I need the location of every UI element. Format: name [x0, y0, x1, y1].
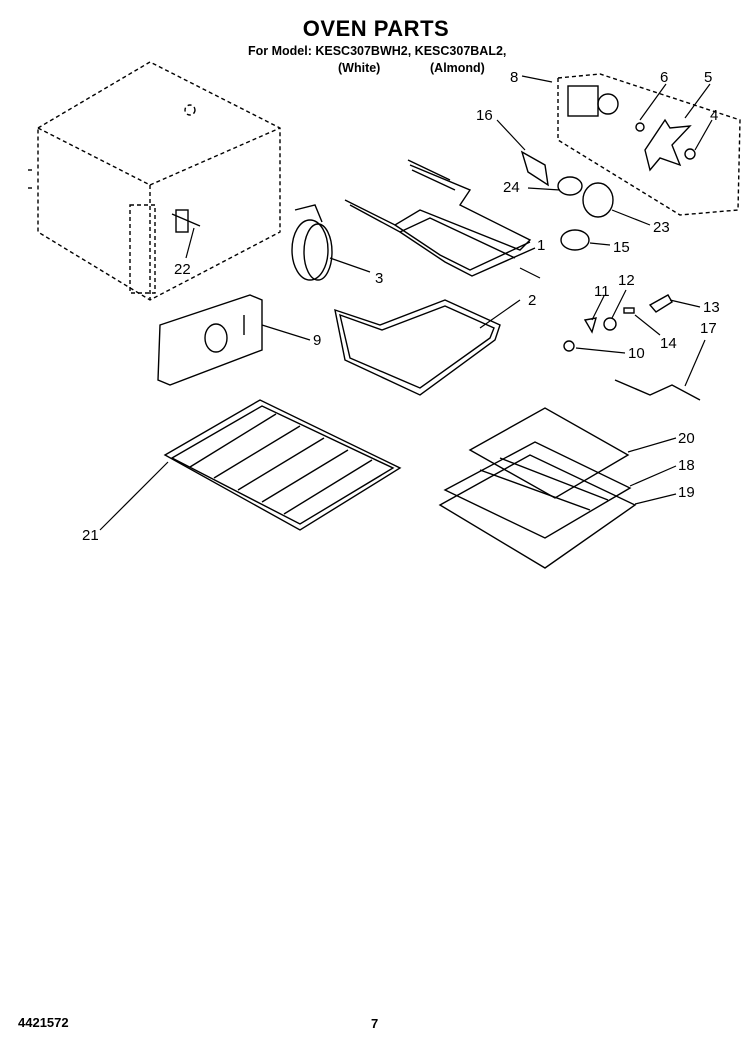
part-6-washer — [635, 122, 645, 132]
part-19-broiler-pan — [438, 454, 637, 569]
part-21-oven-rack — [163, 399, 402, 531]
part-22-bracket — [171, 209, 201, 233]
part-23-lens — [582, 182, 614, 218]
callout-20: 20 — [678, 430, 695, 447]
callout-11: 11 — [594, 283, 610, 300]
callout-2: 2 — [528, 292, 536, 309]
part-20-grid — [468, 407, 630, 499]
part-14-spacer — [623, 307, 635, 314]
part-16-light-socket — [520, 150, 549, 187]
oven-cavity — [28, 61, 281, 301]
callout-8: 8 — [510, 69, 518, 86]
part-9-cover-plate — [157, 294, 263, 386]
part-13-bracket — [648, 294, 673, 313]
part-12-grommet — [603, 317, 617, 331]
callout-16: 16 — [476, 107, 493, 124]
part-1-bake-element — [344, 159, 536, 277]
page-number: 7 — [371, 1016, 379, 1031]
callout-24: 24 — [503, 179, 520, 196]
callout-17: 17 — [700, 320, 717, 337]
callout-1: 1 — [537, 237, 545, 254]
model-line: For Model: KESC307BWH2, KESC307BAL2, — [248, 44, 507, 58]
variant-white: (White) — [338, 61, 381, 75]
callout-9: 9 — [313, 332, 321, 349]
page-title: OVEN PARTS — [302, 16, 450, 41]
part-5-fan-blade — [644, 118, 692, 172]
part-15-bulb — [560, 229, 590, 251]
callout-12: 12 — [618, 272, 635, 289]
callout-19: 19 — [678, 484, 695, 501]
callout-6: 6 — [660, 69, 668, 86]
callout-10: 10 — [628, 345, 645, 362]
part-4-nut — [684, 148, 696, 160]
part-3-shroud-ring — [291, 204, 333, 281]
part-2-broil-element — [334, 299, 501, 396]
callout-4: 4 — [710, 107, 718, 124]
leader-lines — [99, 75, 713, 531]
callout-23: 23 — [653, 219, 670, 236]
callout-labels: 1 2 3 4 5 6 8 9 10 11 12 13 14 15 16 17 … — [82, 69, 720, 544]
callout-22: 22 — [174, 261, 191, 278]
part-18-pan-insert — [443, 441, 632, 539]
callout-15: 15 — [613, 239, 630, 256]
callout-5: 5 — [704, 69, 712, 86]
callout-14: 14 — [660, 335, 677, 352]
part-8-fan-motor — [567, 85, 599, 117]
callout-13: 13 — [703, 299, 720, 316]
callout-21: 21 — [82, 527, 99, 544]
part-11-clip — [583, 317, 597, 334]
part-17-sensor — [614, 379, 701, 401]
callout-18: 18 — [678, 457, 695, 474]
light-assembly — [520, 150, 614, 251]
variant-almond: (Almond) — [430, 61, 485, 75]
part-24-gasket — [557, 176, 583, 196]
convection-fan-assembly — [557, 73, 741, 216]
small-parts — [563, 294, 701, 401]
part-10-knob — [563, 340, 575, 352]
callout-3: 3 — [375, 270, 383, 287]
doc-number: 4421572 — [18, 1015, 69, 1030]
broiler-pan-set — [438, 407, 637, 569]
